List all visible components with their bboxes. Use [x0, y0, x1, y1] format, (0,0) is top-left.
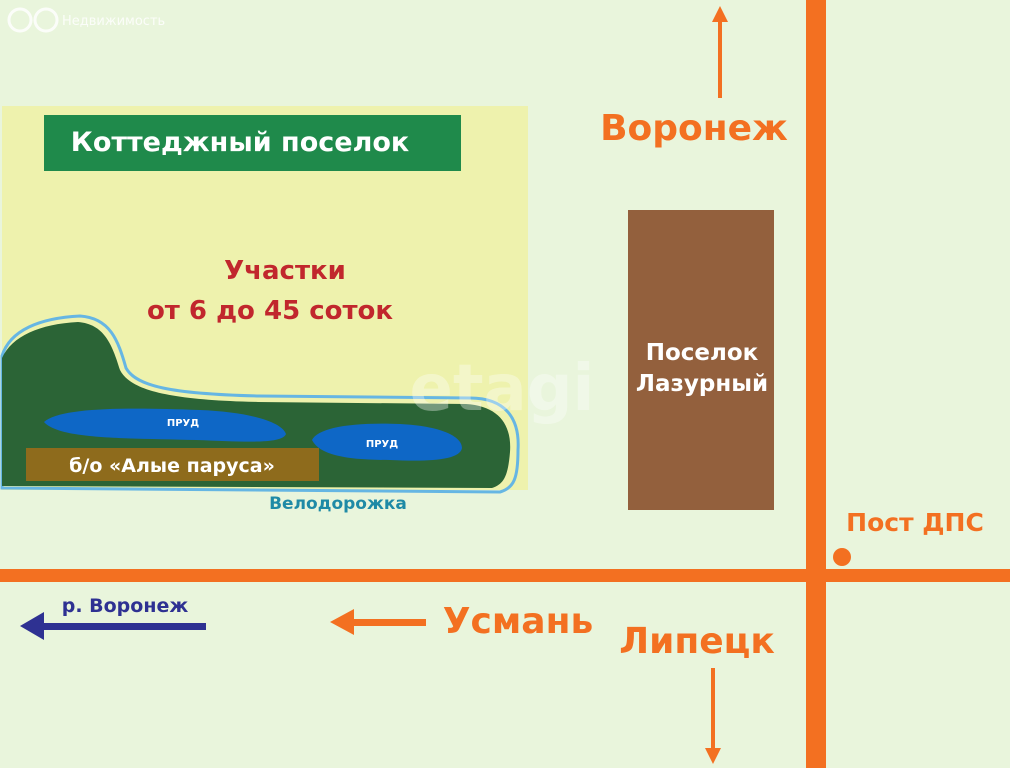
police-post-label: Пост ДПС — [846, 508, 984, 537]
watermark-logo-icon — [7, 7, 33, 33]
pond-2 — [312, 423, 462, 461]
village-label-line1: Поселок — [646, 340, 759, 366]
river-arrow-head — [20, 612, 44, 640]
voronezh-city-label: Воронеж — [600, 108, 788, 149]
bike-path-label: Велодорожка — [269, 494, 407, 514]
cottage-village-label: Коттеджный поселок — [71, 127, 409, 158]
river-label: р. Воронеж — [62, 595, 189, 617]
camp-label: б/о «Алые паруса» — [69, 455, 275, 477]
pond-1 — [44, 408, 286, 442]
forest-outline — [0, 314, 520, 494]
cottage-village-banner — [44, 115, 461, 171]
watermark-logo: Недвижимость — [7, 7, 165, 33]
police-post-marker — [833, 548, 851, 566]
watermark-top-left: Недвижимость — [62, 14, 165, 29]
watermark-center: etagi — [410, 352, 595, 426]
pond-2-label: ПРУД — [366, 439, 398, 450]
camp-block — [26, 448, 319, 481]
river-arrow-shaft — [40, 623, 206, 630]
pond-1-label: ПРУД — [167, 418, 199, 429]
watermark-logo-icon-2 — [33, 7, 59, 33]
usman-label: Усмань — [443, 601, 593, 642]
usman-arrow-head — [330, 609, 354, 635]
lipetsk-label: Липецк — [619, 621, 775, 662]
plots-label-line1: Участки — [224, 256, 346, 286]
village-label-line2: Лазурный — [636, 371, 768, 397]
usman-arrow-shaft — [350, 619, 426, 626]
village-block — [628, 210, 774, 510]
plots-label-line2: от 6 до 45 соток — [147, 296, 393, 326]
road-horizontal — [0, 569, 1010, 582]
road-vertical — [806, 0, 826, 768]
